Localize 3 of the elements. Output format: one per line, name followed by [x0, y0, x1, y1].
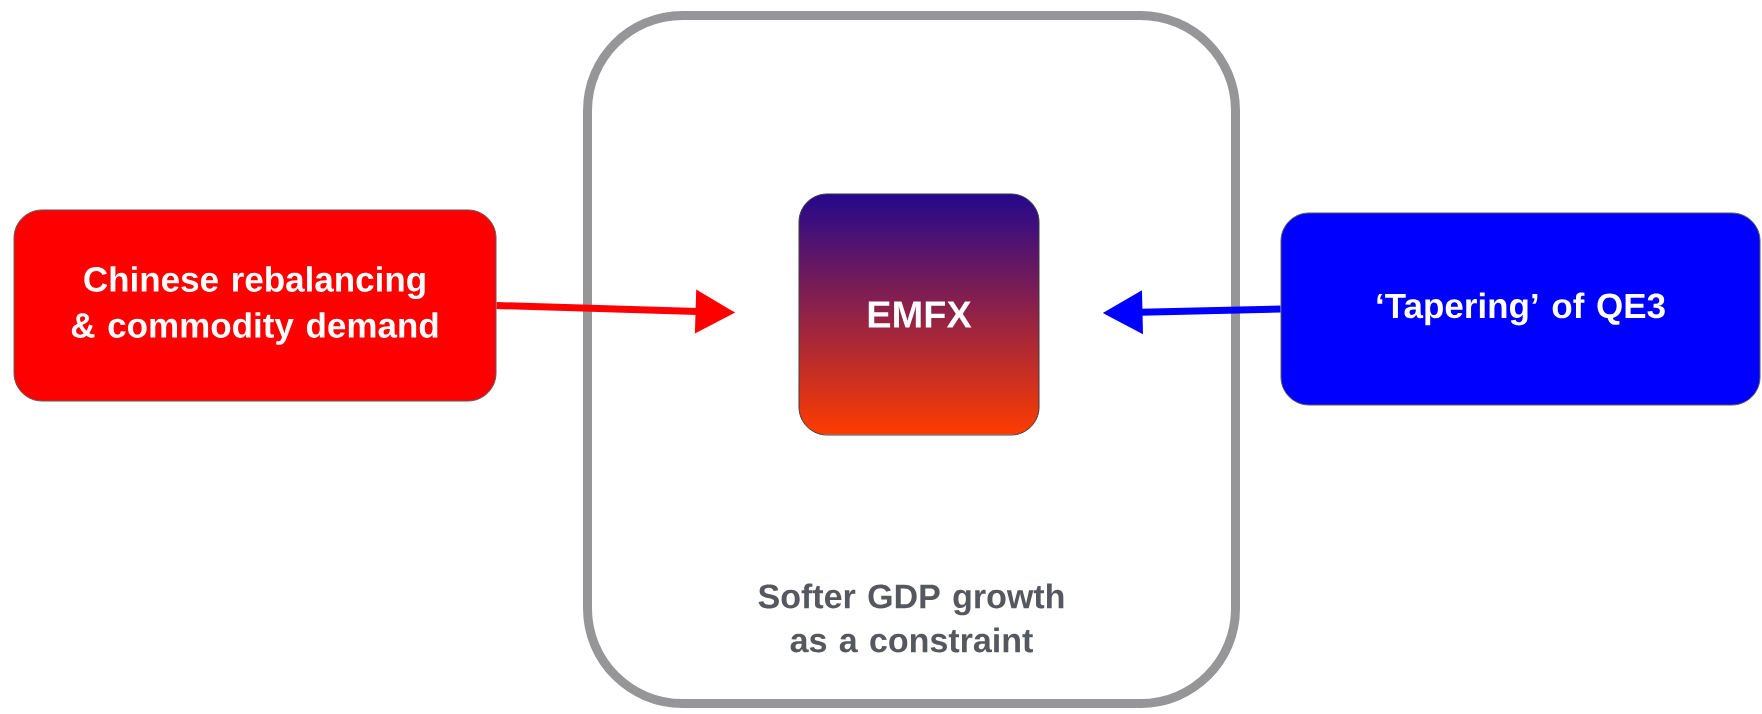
process-box: Chinese rebalancing & commodity demand [13, 209, 497, 402]
gradient-box: EMFX [798, 193, 1040, 436]
process-box: ‘Tapering’ of QE3 [1280, 212, 1761, 406]
